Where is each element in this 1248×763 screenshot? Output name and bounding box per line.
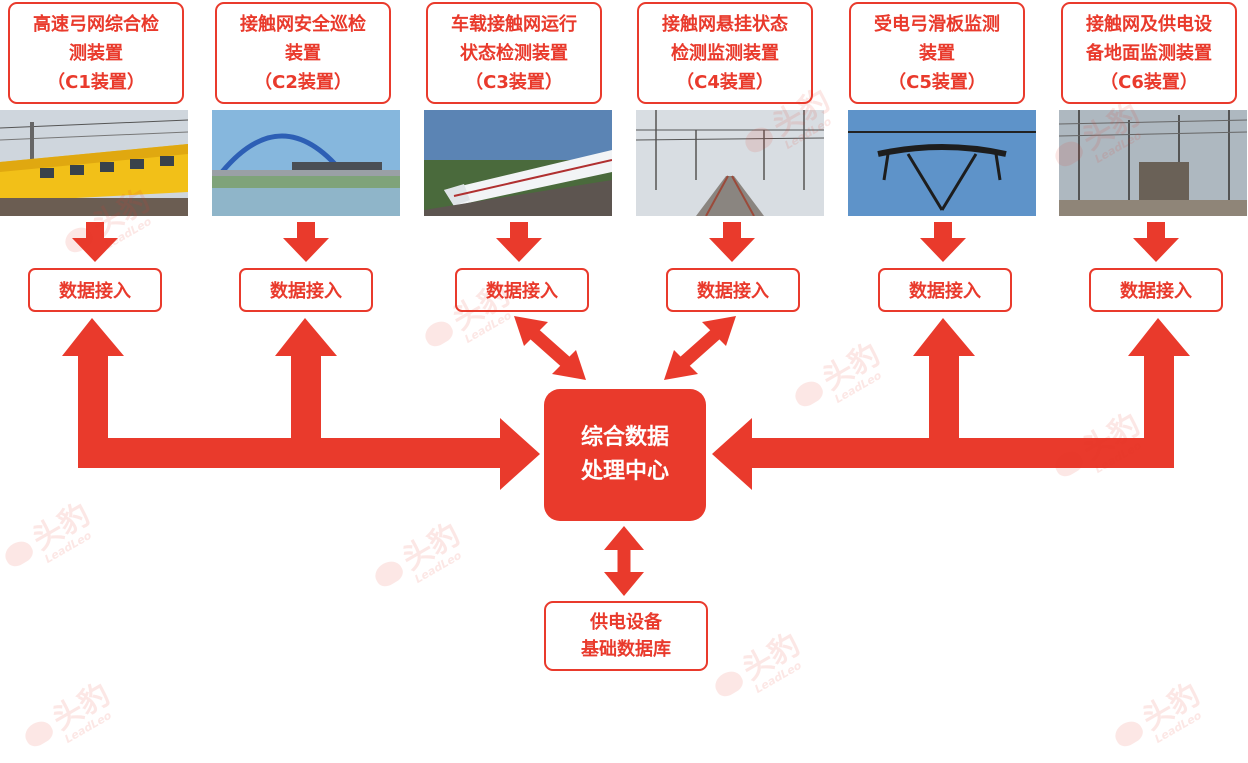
device-c2-line3: （C2装置）	[254, 71, 352, 93]
down-arrow-c5	[920, 222, 966, 262]
device-c3-line1: 车载接触网运行	[451, 13, 577, 35]
power-supply-database-box: 供电设备 基础数据库	[544, 601, 708, 671]
device-c3-line2: 状态检测装置	[460, 42, 568, 64]
device-c6-line1: 接触网及供电设	[1086, 13, 1212, 35]
data-access-box-c5: 数据接入	[878, 268, 1012, 312]
device-c5-line2: 装置	[919, 42, 955, 64]
device-c5-line1: 受电弓滑板监测	[874, 13, 1000, 35]
device-c3-line3: （C3装置）	[465, 71, 563, 93]
up-arrow-c2	[275, 318, 337, 438]
device-c5-line3: （C5装置）	[888, 71, 986, 93]
down-arrow-c6	[1133, 222, 1179, 262]
center-line2: 处理中心	[580, 459, 669, 484]
device-c1-line1: 高速弓网综合检	[33, 13, 159, 35]
diag-arrow-c3-head-bottom	[552, 350, 586, 380]
device-c6-line3: （C6装置）	[1100, 71, 1198, 93]
device-box-c3: 车载接触网运行 状态检测装置 （C3装置）	[426, 2, 602, 104]
database-line1: 供电设备	[590, 612, 662, 633]
substation-photo	[1059, 110, 1247, 216]
catenary-track-photo	[636, 110, 824, 216]
device-box-c4: 接触网悬挂状态 检测监测装置 （C4装置）	[637, 2, 813, 104]
device-c2-line2: 装置	[285, 42, 321, 64]
diag-arrow-c4-head-bottom	[664, 350, 698, 380]
data-access-box-c2: 数据接入	[239, 268, 373, 312]
device-c4-line1: 接触网悬挂状态	[662, 13, 788, 35]
device-c2-line1: 接触网安全巡检	[240, 13, 366, 35]
device-box-c2: 接触网安全巡检 装置 （C2装置）	[215, 2, 391, 104]
up-arrow-c5	[913, 318, 975, 438]
device-box-c1: 高速弓网综合检 测装置 （C1装置）	[8, 2, 184, 104]
railway-bridge-photo	[212, 110, 400, 216]
device-c4-line2: 检测监测装置	[671, 42, 779, 64]
down-arrow-c1	[72, 222, 118, 262]
pantograph-photo	[848, 110, 1036, 216]
data-access-box-c6: 数据接入	[1089, 268, 1223, 312]
right-bus-arrow	[712, 418, 1174, 490]
data-access-box-c3: 数据接入	[455, 268, 589, 312]
vertical-arrow-db-head-top	[604, 526, 644, 550]
left-bus-arrow	[78, 418, 540, 490]
device-c1-line2: 测装置	[69, 42, 123, 64]
data-access-box-c1: 数据接入	[28, 268, 162, 312]
up-arrow-c1	[62, 318, 124, 438]
device-c4-line3: （C4装置）	[676, 71, 774, 93]
up-arrow-c6	[1128, 318, 1190, 438]
device-c6-line2: 备地面监测装置	[1086, 42, 1212, 64]
inspection-train-photo	[0, 110, 188, 216]
down-arrow-c4	[709, 222, 755, 262]
database-line2: 基础数据库	[581, 639, 671, 660]
diag-arrow-c3-head-top	[514, 316, 548, 346]
vertical-arrow-db-head-bottom	[604, 572, 644, 596]
down-arrow-c3	[496, 222, 542, 262]
diag-arrow-c4-shaft	[677, 327, 723, 369]
device-box-c5: 受电弓滑板监测 装置 （C5装置）	[849, 2, 1025, 104]
center-line1: 综合数据	[580, 425, 669, 450]
data-access-box-c4: 数据接入	[666, 268, 800, 312]
data-processing-center-box: 综合数据 处理中心	[544, 389, 706, 521]
down-arrow-c2	[283, 222, 329, 262]
diag-arrow-c4-head-top	[702, 316, 736, 346]
high-speed-train-photo	[424, 110, 612, 216]
diag-arrow-c3-shaft	[527, 327, 573, 369]
device-c1-line3: （C1装置）	[47, 71, 145, 93]
device-box-c6: 接触网及供电设 备地面监测装置 （C6装置）	[1061, 2, 1237, 104]
